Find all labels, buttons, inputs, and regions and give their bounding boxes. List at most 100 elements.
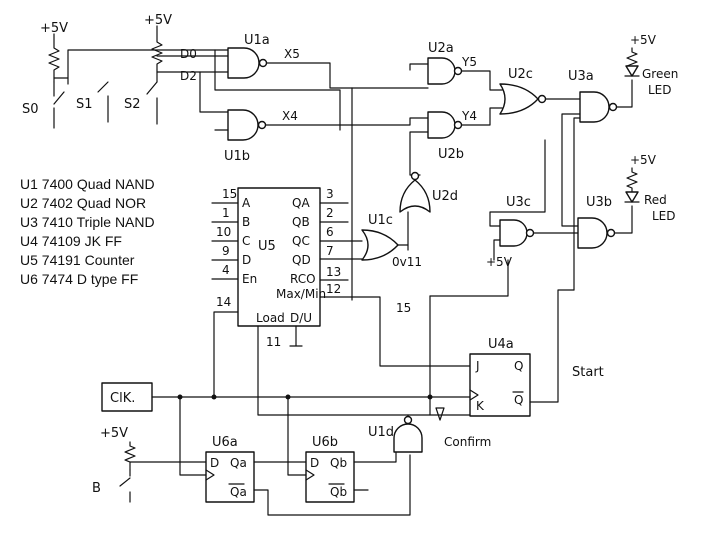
gate-u1d: U1d	[368, 415, 423, 453]
pin-number: 11	[266, 335, 281, 349]
parts-list-item: U6 7474 D type FF	[20, 271, 138, 287]
pin-number: 2	[326, 206, 334, 220]
clock-source: ClK.	[101, 382, 153, 412]
gate-label: U2a	[428, 41, 454, 56]
pin-label: Qb	[330, 456, 347, 470]
pin-number: 15	[222, 187, 237, 201]
pin-number: 10	[216, 225, 231, 239]
gate-u3a: U3a	[568, 69, 618, 123]
switch-label: B	[92, 481, 101, 496]
pin-number: 13	[326, 265, 341, 279]
pin-label: Qa	[230, 485, 247, 499]
counter-u5: U5 15 A 1 B 10 C 9 D 4 En 3 QA QB 2 QC 6…	[211, 187, 471, 416]
gate-u1a: U1a	[227, 33, 270, 79]
switch-s1[interactable]: S1	[76, 81, 109, 123]
pin-number: 12	[326, 282, 341, 296]
gate-label: U2d	[432, 189, 458, 204]
signal-label: X5	[284, 47, 300, 61]
signal-label: Start	[572, 365, 604, 380]
d-flipflop-u6b: U6b D Qb Qb	[305, 435, 355, 503]
pin-label: QA	[292, 196, 310, 210]
chip-label: U4a	[488, 337, 514, 352]
led-label: Green	[642, 67, 678, 81]
switch-label: S1	[76, 97, 93, 112]
gate-label: U2b	[438, 147, 464, 162]
vcc-label: +5V	[144, 13, 172, 28]
gate-u2a: U2a	[427, 41, 463, 85]
signal-label: X4	[282, 109, 298, 123]
pin-label: D	[310, 456, 319, 470]
vcc-label: +5V	[486, 255, 513, 269]
signal-label: Y4	[461, 109, 477, 123]
parts-list: U1 7400 Quad NAND U2 7402 Quad NOR U3 74…	[20, 176, 155, 287]
jk-flipflop-u4a: U4a J K Q Q	[469, 337, 531, 417]
chip-label: U6b	[312, 435, 338, 450]
pin-label: Q	[514, 359, 523, 373]
red-led: +5V Red LED	[624, 153, 676, 223]
pullup-resistor-s0	[48, 33, 60, 83]
pin-number: 15	[396, 301, 411, 315]
signal-label: D0	[180, 47, 197, 61]
vcc-label: +5V	[100, 426, 128, 441]
pin-number: 7	[326, 244, 334, 258]
signal-label: Confirm	[444, 435, 491, 449]
pin-label: En	[242, 272, 257, 286]
gate-u2c: U2c	[499, 67, 547, 115]
parts-list-item: U3 7410 Triple NAND	[20, 214, 155, 230]
switch-label: S2	[124, 97, 141, 112]
vcc-label: +5V	[630, 153, 657, 167]
gate-label: U1c	[368, 213, 393, 228]
note-label: 0v11	[392, 255, 422, 269]
led-label: LED	[648, 83, 672, 97]
chip-label: U6a	[212, 435, 238, 450]
switch-s2[interactable]: S2	[124, 81, 158, 125]
pin-number: 9	[222, 244, 230, 258]
pin-label: A	[242, 196, 251, 210]
pin-label: K	[476, 399, 485, 413]
signal-label: Y5	[461, 55, 477, 69]
gate-label: U1b	[224, 149, 250, 164]
pullup-resistor-s2	[151, 25, 163, 71]
switch-label: S0	[22, 102, 39, 117]
clock-label: ClK.	[110, 391, 135, 406]
pin-label: QD	[292, 253, 311, 267]
pin-label: Qb	[330, 485, 347, 499]
switch-s0[interactable]: S0	[22, 81, 65, 129]
pin-label: B	[242, 215, 250, 229]
d-flipflop-u6a: U6a D Qa Qa	[205, 435, 255, 503]
pin-label: D/U	[290, 311, 312, 325]
pin-label: Load	[256, 311, 285, 325]
parts-list-item: U5 74191 Counter	[20, 252, 135, 268]
vcc-label: +5V	[630, 33, 657, 47]
gate-label: U2c	[508, 67, 533, 82]
led-label: LED	[652, 209, 676, 223]
parts-list-item: U2 7402 Quad NOR	[20, 195, 146, 211]
pin-label: Max/Min	[276, 287, 326, 301]
vcc-label: +5V	[40, 21, 68, 36]
gate-u2b: U2b	[427, 111, 464, 162]
pin-label: D	[242, 253, 251, 267]
gate-label: U1d	[368, 425, 394, 440]
parts-list-item: U1 7400 Quad NAND	[20, 176, 155, 192]
pin-label: Q	[514, 393, 523, 407]
pin-number: 14	[216, 295, 231, 309]
pin-label: Qa	[230, 456, 247, 470]
pin-number: 3	[326, 187, 334, 201]
pin-label: C	[242, 234, 250, 248]
gate-label: U3a	[568, 69, 594, 84]
parts-list-item: U4 74109 JK FF	[20, 233, 122, 249]
gate-label: U3b	[586, 195, 612, 210]
gate-u3c: U3c +5V	[486, 195, 535, 269]
gate-u1c: U1c 0v11	[361, 213, 422, 269]
pin-label: QB	[292, 215, 310, 229]
pin-label: QC	[292, 234, 310, 248]
signal-label: D2	[180, 69, 197, 83]
gate-u1b: U1b	[224, 109, 267, 164]
pin-label: J	[475, 359, 480, 373]
pin-label: D	[210, 456, 219, 470]
green-led: +5V Green LED	[624, 33, 678, 97]
switch-b[interactable]: +5V B	[92, 426, 136, 503]
pin-number: 4	[222, 263, 230, 277]
gate-label: U3c	[506, 195, 531, 210]
